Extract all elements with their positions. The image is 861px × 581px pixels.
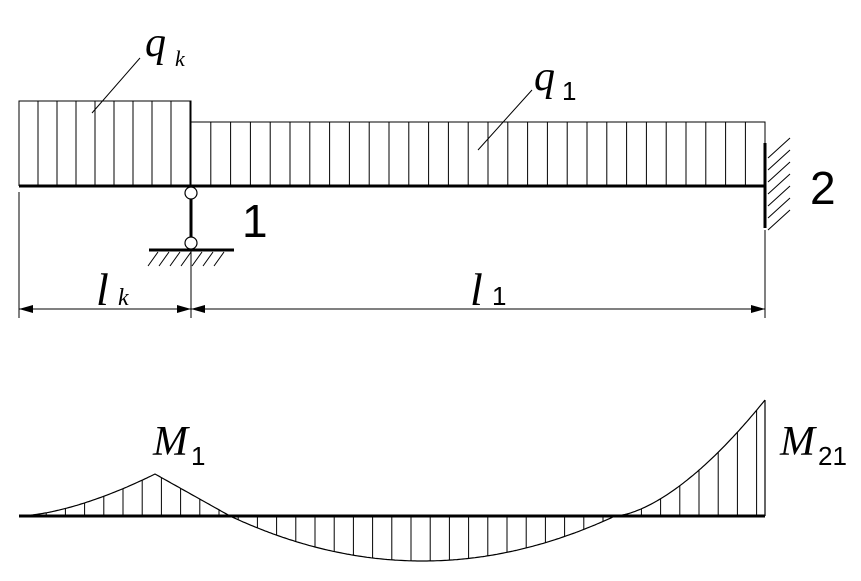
hatch-line (767, 137, 791, 159)
hatch-line (202, 251, 214, 267)
qk-leader-line (91, 57, 141, 114)
label-M1-sub: 1 (191, 441, 205, 471)
label-support-1: 1 (242, 195, 268, 247)
dimension-lines (18, 192, 766, 318)
label-l1-sub: 1 (492, 281, 506, 311)
label-qk-main: q (145, 20, 166, 66)
label-q1-main: q (534, 54, 555, 100)
hatch-line (147, 251, 159, 267)
hatch-line (767, 185, 791, 207)
label-lk-main: l (96, 264, 109, 315)
hatch-line (767, 149, 791, 171)
hatch-line (767, 173, 791, 195)
hatch-line (158, 251, 170, 267)
hatch-line (180, 251, 192, 267)
label-q1-sub: 1 (562, 76, 576, 106)
label-qk-sub: k (175, 46, 186, 71)
load-qk-block (18, 100, 192, 186)
moment-diagram (19, 399, 766, 562)
hatch-line (213, 251, 225, 267)
hatch-line (767, 161, 791, 183)
support-2-fixed-wall (763, 137, 791, 231)
hatch-line (767, 209, 791, 231)
label-support-2: 2 (810, 162, 836, 214)
hatch-line (767, 197, 791, 219)
label-M21-main: M (779, 419, 817, 465)
load-q1-block (191, 121, 766, 186)
label-l1-main: l (470, 264, 483, 315)
hatch-line (191, 251, 203, 267)
label-lk-sub: k (118, 285, 129, 311)
label-M1-main: M (152, 419, 190, 465)
hatch-line (169, 251, 181, 267)
q1-leader-line (477, 89, 533, 151)
label-M21-sub: 21 (818, 441, 847, 471)
